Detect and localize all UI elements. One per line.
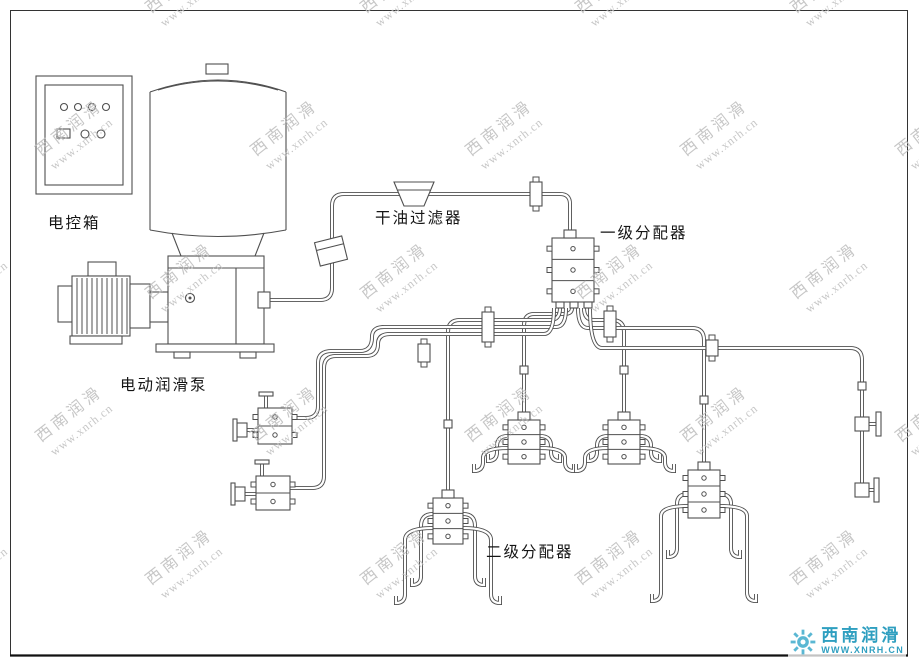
clamp-bolt (708, 355, 716, 362)
pipe-clamp (481, 311, 495, 343)
label-filter: 干油过滤器 (375, 209, 463, 227)
pipe-clamp (705, 339, 719, 357)
pipe-core (289, 307, 556, 490)
logo-company: 西南润滑 (821, 626, 902, 646)
gear-icon (790, 629, 816, 655)
pipe-core (666, 492, 689, 559)
pipe (446, 307, 562, 497)
pipe-core (639, 434, 662, 463)
pipe-core (539, 446, 576, 473)
pipe-core (291, 307, 568, 420)
pipe (462, 512, 486, 588)
port-stub (697, 461, 711, 471)
pipe (462, 526, 502, 606)
pump-body (155, 255, 275, 359)
pipe-core (462, 526, 502, 605)
components (35, 63, 882, 506)
pipe-core (650, 504, 689, 603)
pipe (410, 512, 434, 588)
pipe-core (574, 446, 609, 473)
secondary-distributor-block (507, 419, 541, 465)
pipe-core (262, 192, 572, 302)
pipe-core (462, 512, 486, 587)
pipe (588, 307, 864, 417)
pipe-core (394, 526, 434, 605)
pipe-clamp (603, 310, 617, 338)
clamp-bolt (484, 341, 492, 348)
pipe-core (719, 492, 742, 559)
pipe-union (443, 419, 453, 429)
label-secondary-distributor: 二级分配器 (486, 543, 574, 561)
port-stub (583, 301, 593, 309)
site-logo: 西南润滑 WWW.XNRH.CN (788, 626, 906, 657)
pipe-union (857, 381, 867, 391)
pipe-union (519, 365, 529, 375)
pipe-core (472, 446, 509, 473)
port-stub (569, 301, 579, 309)
inline-funnel (393, 181, 435, 207)
pipe-clamp (417, 343, 431, 363)
logo-website: WWW.XNRH.CN (821, 645, 904, 656)
pipe-core (410, 512, 434, 587)
pipe (522, 307, 574, 419)
pipe-clamps (417, 176, 719, 368)
pipe (394, 526, 434, 606)
right-edge-fittings (854, 411, 882, 503)
pipe-union (699, 395, 709, 405)
clamp-bolt (606, 336, 614, 343)
pipe-core (639, 446, 676, 473)
pipe-core (522, 307, 574, 419)
pipe-core (539, 434, 562, 463)
clamp-bolt (606, 305, 614, 312)
pipe-core (446, 307, 562, 497)
pipe-core (576, 307, 706, 469)
pipe-fittings (441, 229, 867, 499)
clamp-bolt (708, 334, 716, 341)
label-pump: 电动润滑泵 (120, 376, 208, 394)
clamp-bolt (484, 306, 492, 313)
port-stub (617, 411, 631, 421)
pipe-core (588, 307, 864, 417)
pipe-union (619, 365, 629, 375)
pump-outlet-fitting (257, 291, 271, 309)
clamp-bolt (420, 338, 428, 345)
pipe-core (719, 504, 758, 603)
port-stub (517, 411, 531, 421)
secondary-distributor-block (607, 419, 641, 465)
port-stub (441, 489, 455, 499)
control-box (35, 75, 133, 195)
motor-fins (76, 278, 128, 334)
port-stub (563, 229, 577, 239)
clamp-bolt (532, 205, 540, 212)
label-primary-distributor: 一级分配器 (600, 224, 688, 242)
filter (313, 235, 349, 267)
primary-distributor-block (551, 237, 595, 303)
left-edge-fittings (230, 391, 274, 506)
pipe-core (586, 434, 609, 463)
port-stub (555, 301, 565, 309)
secondary-distributor-block (687, 469, 721, 519)
grease-reservoir (149, 63, 287, 257)
motor (57, 261, 169, 345)
clamp-bolt (420, 361, 428, 368)
clamp-bolt (532, 176, 540, 183)
label-control-box: 电控箱 (48, 214, 101, 232)
pipe-clamp (529, 181, 543, 207)
pipe-core (486, 434, 509, 463)
secondary-distributor-block (432, 497, 464, 545)
